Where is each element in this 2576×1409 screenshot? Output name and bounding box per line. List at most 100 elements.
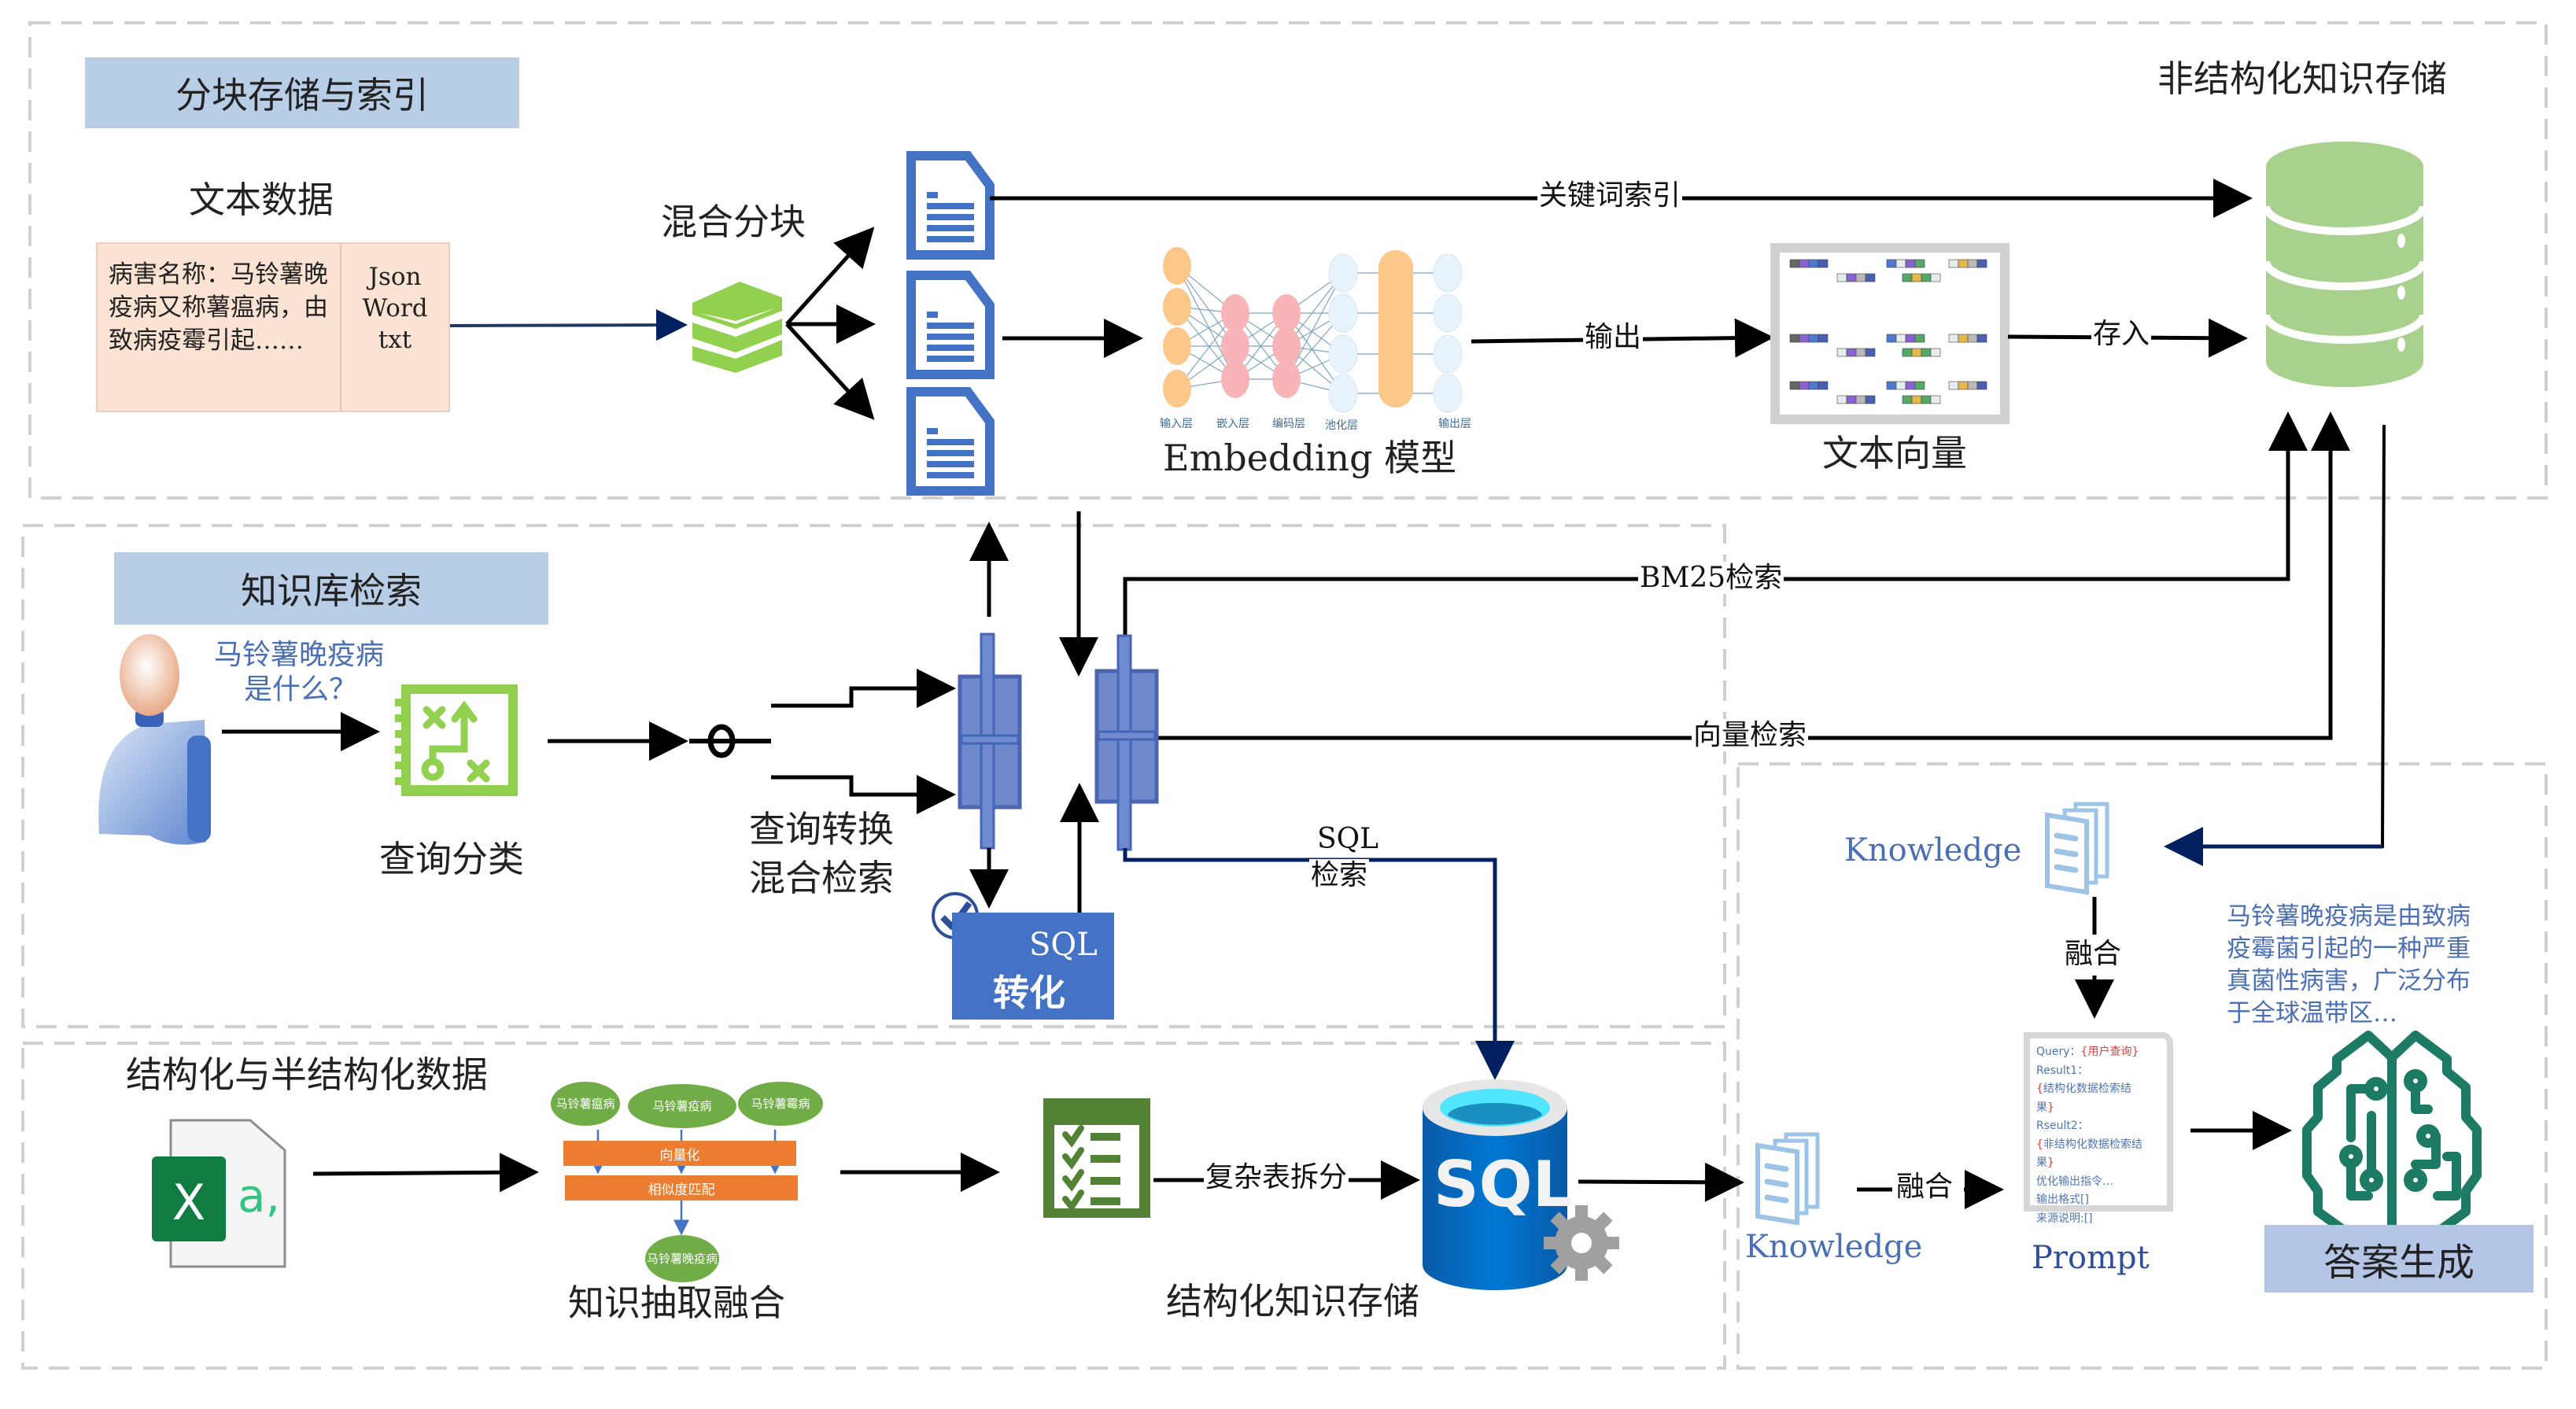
arrow-chunk-doc1 [785,227,875,326]
vector-cell [1836,395,1847,404]
switch-node-icon [689,724,771,758]
vector-cell [1886,334,1897,343]
document-icon [906,387,995,496]
vector-cell [1818,381,1829,390]
vector-cell [1846,348,1857,357]
vector-cell [1905,381,1916,390]
vector-cell [1921,348,1932,357]
prompt-line-placeholder: {用户查询} [2080,1046,2139,1058]
checklist-icon [1043,1098,1150,1218]
vector-cell [1914,334,1925,343]
query-transform-line1: 查询转换 [749,808,894,850]
vector-cell [1895,381,1906,390]
knowledge-label-bottom: Knowledge [1745,1229,1923,1265]
knowledge-doc-icon-bottom [1755,1132,1820,1226]
nn-layer-embed: 嵌入层 [1216,418,1249,430]
neural-network-icon [1163,247,1463,413]
vector-cell [1855,348,1866,357]
vector-cell [1905,259,1916,268]
vector-cell [1799,259,1810,268]
vector-cell [1808,381,1819,390]
excel-file-icon: X a, [152,1119,286,1268]
edge-label-bm25: BM25检索 [1638,562,1784,595]
vector-cell [1789,381,1800,390]
vector-cell [1818,259,1829,268]
edge-label-fuse-bottom: 融合 [1895,1171,1955,1204]
document-icon [906,271,995,379]
prompt-line: Query：{用户查询} [2036,1043,2161,1062]
prompt-line: Rseult2： [2036,1117,2161,1136]
vector-cell [1911,273,1922,282]
vector-cell [1948,334,1959,343]
edge-label-output: 输出 [1583,321,1644,354]
vector-cell [1958,381,1969,390]
format-json: Json [368,263,422,291]
panel-kb-retrieval [21,524,1726,1028]
vector-cell [1895,334,1906,343]
knowledge-fusion-label: 知识抽取融合 [568,1282,785,1324]
vector-cell [1846,273,1857,282]
edge-label-fuse-top: 融合 [2063,938,2124,971]
vector-cell [1914,381,1925,390]
vector-cell [1976,381,1987,390]
vector-cell [1921,395,1932,404]
prompt-line-placeholder: { [2036,1083,2043,1095]
vector-cell [1789,334,1800,343]
knowledge-label-top: Knowledge [1844,832,2022,869]
kg-source-node-2: 马铃薯疫病 [628,1084,736,1128]
vector-cell [1799,334,1810,343]
section-header-structured: 结构化与半结构化数据 [126,1053,488,1096]
format-txt: txt [378,326,412,354]
arrow-excel-to-fusion [312,1153,539,1193]
embedding-model-label: Embedding 模型 [1163,437,1457,479]
arrow-switch-lower [771,775,956,814]
kg-source-node-1: 马铃薯瘟病 [551,1082,620,1126]
kg-step-similarity: 相似度匹配 [565,1175,798,1201]
prompt-line: 来源说明:[] [2036,1210,2161,1229]
section-header-unstructured: 非结构化知识存储 [2157,57,2447,100]
format-word: Word [362,294,428,323]
vector-cell [1836,348,1847,357]
vector-cell [1930,395,1941,404]
vector-cell [1967,259,1978,268]
vector-cell [1886,259,1897,268]
vector-cell [1921,273,1932,282]
text-vector-icon [1770,243,2010,424]
vector-cell [1846,395,1857,404]
vector-cell [1948,259,1959,268]
prompt-template-card: Query：{用户查询}Result1：{结构化数据检索结果}Rseult2：{… [2024,1032,2173,1225]
arrow-switch-upper [771,669,956,708]
knowledge-doc-icon-top [2045,802,2109,895]
text-data-sample: 病害名称：马铃薯晚疫病又称薯瘟病，由致病疫霉引起…… [98,244,341,411]
sql-convert-line2: 转化 [993,972,1065,1014]
prompt-line-placeholder: { [2036,1138,2043,1151]
llm-brain-icon [2302,1031,2482,1237]
edge-label-sql-search-2: 检索 [1309,859,1370,892]
kg-result-node: 马铃薯晚疫病 [645,1235,719,1282]
vector-cell [1808,334,1819,343]
text-data-title: 文本数据 [189,179,334,221]
vector-cell [1911,395,1922,404]
edge-label-split-tables: 复杂表拆分 [1204,1161,1349,1194]
gear-icon [1544,1205,1619,1281]
structured-storage-label: 结构化知识存储 [1166,1280,1419,1322]
query-transform-line2: 混合检索 [749,857,894,899]
sql-convert-line1: SQL [1029,927,1098,963]
vector-cell [1967,381,1978,390]
vector-cell [1967,334,1978,343]
prompt-line-text: Query： [2036,1046,2081,1058]
nn-layer-output: 输出层 [1438,418,1471,430]
sql-db-text: SQL [1434,1148,1573,1221]
edge-label-sql-search-1: SQL [1316,823,1381,856]
panel-chunk-storage [28,21,2548,500]
unstructured-database-icon [2262,142,2427,387]
vector-cell [1886,381,1897,390]
chunking-label: 混合分块 [661,201,806,243]
prompt-line-text: 非结构化数据检索结 [2043,1138,2142,1151]
panel-structured [21,1042,1726,1370]
vector-cell [1855,273,1866,282]
vector-cell [1905,334,1916,343]
user-question-line2: 是什么？ [244,673,358,706]
vector-cell [1930,348,1941,357]
